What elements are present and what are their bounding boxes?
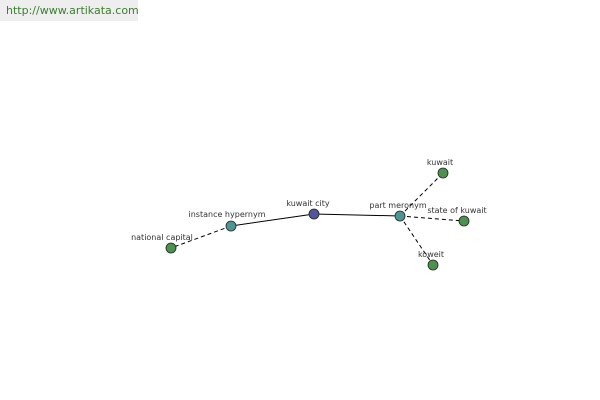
site-url-link[interactable]: http://www.artikata.com <box>6 4 139 17</box>
node-label-kuwait-city: kuwait city <box>286 199 330 208</box>
node-part-meronym[interactable] <box>394 210 406 222</box>
edge-part-meronym-to-koweit <box>399 215 434 266</box>
node-instance-hypernym[interactable] <box>225 220 237 232</box>
edge-kuwait-city-to-part-meronym <box>313 213 401 217</box>
edge-instance-hypernym-to-national-capital <box>170 225 232 249</box>
node-label-national-capital: national capital <box>131 233 193 242</box>
nodes-layer: kuwait city instance hypernym part meronym… <box>131 158 487 271</box>
edges-layer <box>170 172 465 266</box>
node-kuwait-city[interactable] <box>308 208 320 220</box>
edge-part-meronym-to-state-of-kuwait <box>399 215 465 222</box>
url-bar: http://www.artikata.com <box>0 0 139 21</box>
node-national-capital[interactable] <box>165 242 177 254</box>
node-label-kuwait: kuwait <box>427 158 453 167</box>
node-label-instance-hypernym: instance hypernym <box>189 210 266 219</box>
node-label-part-meronym: part meronym <box>369 201 426 210</box>
node-kuwait[interactable] <box>437 167 449 179</box>
node-label-state-of-kuwait: state of kuwait <box>427 206 486 215</box>
edge-kuwait-city-to-instance-hypernym <box>230 213 315 227</box>
node-state-of-kuwait[interactable] <box>458 215 470 227</box>
node-label-koweit: koweit <box>418 250 444 259</box>
edge-part-meronym-to-kuwait <box>399 172 444 217</box>
node-koweit[interactable] <box>427 259 439 271</box>
